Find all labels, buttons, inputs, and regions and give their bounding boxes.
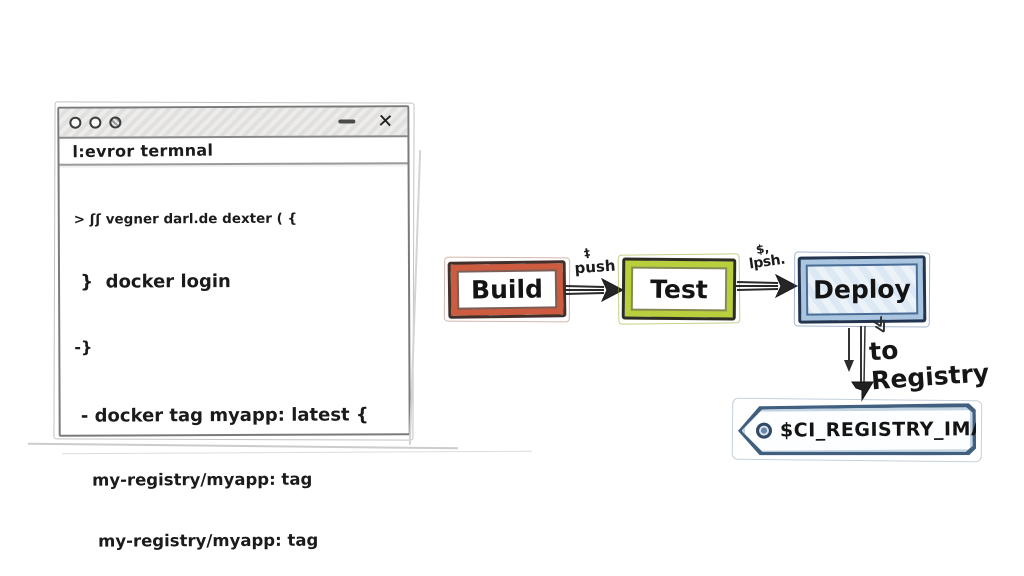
window-button-icon[interactable] [89,116,102,129]
to-registry-label: to Registry [868,335,991,396]
registry-image-variable: $CI_REGISTRY_IMAGE [779,417,1016,442]
terminal-line: -} [74,337,93,357]
terminal-titlebar: ✕ [59,107,408,139]
node-label: Test [650,274,708,304]
terminal-line: my-registry/myapp: tag [74,469,313,490]
pipeline-node-test: Test [621,257,737,321]
terminal-tab-row: l:evror termnal [59,137,408,166]
sketch-stroke [408,150,421,445]
tag-hole-icon [756,423,772,439]
arrow-build-to-test: ‡ push [564,246,626,306]
terminal-line: } docker login [74,271,231,293]
terminal-line: my-registry/myapp: tag [75,530,319,551]
terminal-window: ✕ l:evror termnal > ʃʃ vegner darl.de de… [57,105,411,551]
pipeline-node-deploy: Deploy [797,255,927,324]
arrow-right-icon [564,277,624,303]
down-arrows-icon [844,326,874,402]
minimize-icon[interactable] [338,119,356,124]
pipeline-node-build: Build [447,260,567,319]
registry-image-tag: $CI_REGISTRY_IMAGE [738,403,976,457]
arrow-test-to-deploy: $, lpsh. [736,241,798,302]
terminal-line: > ʃʃ vegner darl.de dexter ( { [73,210,298,228]
terminal-line: - docker tag myapp: latest { [74,404,369,427]
arrow-label: push [573,256,617,278]
window-button-icon[interactable] [69,116,82,129]
arrow-label: lpsh. [748,251,786,273]
terminal-tab-title: l:evror termnal [72,140,214,162]
node-label: Build [470,274,544,305]
arrow-right-icon [736,273,798,299]
window-button-icon[interactable] [109,116,122,129]
node-label: Deploy [813,274,911,305]
close-icon[interactable]: ✕ [376,109,394,133]
terminal-output: > ʃʃ vegner darl.de dexter ( { } docker … [60,164,410,576]
